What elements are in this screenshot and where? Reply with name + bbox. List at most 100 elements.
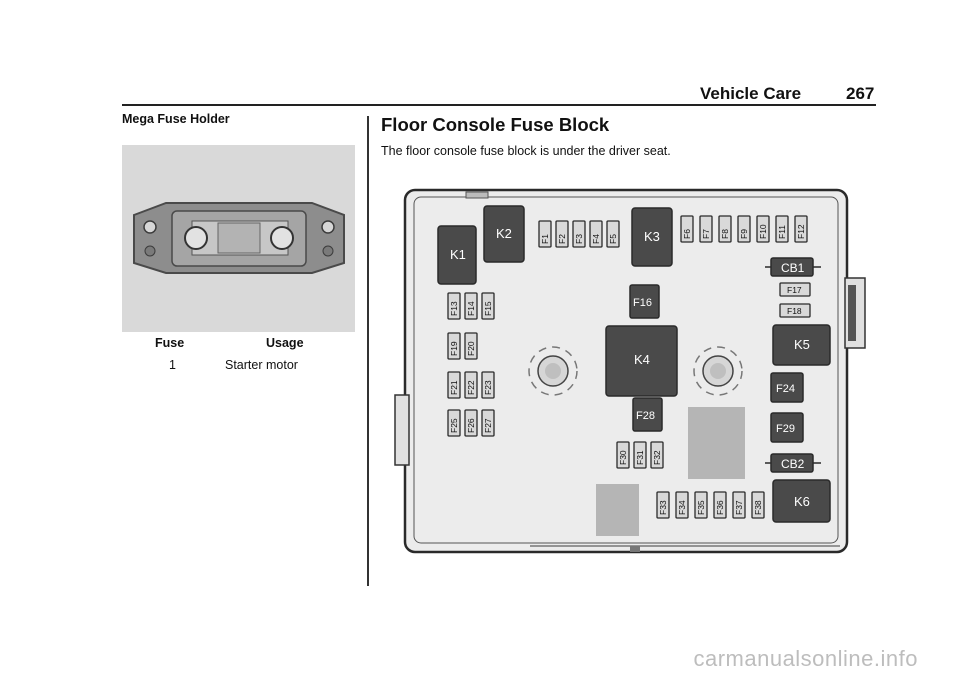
relay-k4: [605, 325, 678, 397]
mega-fuse-holder-image: [122, 145, 355, 332]
breaker-cb1-label: CB1: [781, 261, 805, 275]
fuse-f18-label: F18: [787, 306, 802, 316]
fuse-f5-label: F5: [608, 234, 618, 244]
fuse-f16-label: F16: [633, 297, 652, 309]
fuse-f16: [629, 284, 660, 319]
fuse-f31-label: F31: [635, 450, 645, 465]
screw-left: [528, 346, 578, 396]
watermark-text: carmanualsonline.info: [693, 646, 918, 671]
fuse-f8-label: F8: [720, 229, 730, 239]
fuse-f24-label: F24: [776, 383, 795, 395]
fuse-f9-label: F9: [739, 229, 749, 239]
fuse-f19: [447, 332, 461, 360]
fuse-f22: [464, 371, 478, 399]
fuse-f23: [481, 371, 495, 399]
screw-right: [693, 346, 743, 396]
fuse-f3-label: F3: [574, 234, 584, 244]
table-cell-usage: Starter motor: [225, 358, 298, 372]
relay-k2: [483, 205, 525, 263]
fuse-f12: [794, 215, 808, 243]
fuse-f12-label: F12: [796, 224, 806, 239]
fuse-f35-label: F35: [696, 500, 706, 515]
running-header-section: Vehicle Care: [700, 84, 802, 103]
page-number: 267: [846, 84, 875, 103]
fuse-f6: [680, 215, 694, 243]
fuse-f29: [770, 412, 804, 443]
table-header-usage: Usage: [266, 336, 304, 350]
fuse-f3: [572, 220, 586, 248]
fuse-f1: [538, 220, 552, 248]
fuse-f13: [447, 292, 461, 320]
fuse-f29-label: F29: [776, 423, 795, 435]
fuse-f33: [656, 491, 670, 519]
fuse-f17-label: F17: [787, 285, 802, 295]
fuse-f8: [718, 215, 732, 243]
fuse-f21: [447, 371, 461, 399]
table-header-fuse: Fuse: [155, 336, 185, 350]
empty-slot: [596, 484, 639, 536]
fuse-f28-label: F28: [636, 410, 655, 422]
fuse-f10-label: F10: [758, 224, 768, 239]
fuse-f38-label: F38: [753, 500, 763, 515]
fuse-f36: [713, 491, 727, 519]
relay-k4-label: K4: [634, 352, 650, 367]
fuse-f34: [675, 491, 689, 519]
fuse-f11-label: F11: [777, 225, 787, 239]
fuse-f14-label: F14: [466, 301, 476, 316]
fuse-f33-label: F33: [658, 500, 668, 515]
fuse-f34-label: F34: [677, 500, 687, 515]
fuse-f5: [606, 220, 620, 248]
relay-k5: [772, 324, 831, 366]
fuse-f18: [779, 303, 811, 318]
column-divider: [367, 116, 369, 586]
fuse-f27: [481, 409, 495, 437]
fuse-block-diagram: K1 K2 K3 K4 K5 K6 F16 F24 F28 F29 CB1 CB…: [384, 184, 872, 566]
fuse-f14: [464, 292, 478, 320]
fuse-f20-label: F20: [466, 341, 476, 356]
fuse-f37: [732, 491, 746, 519]
fuse-f4-label: F4: [591, 234, 601, 244]
floor-console-fuse-block-title: Floor Console Fuse Block: [381, 114, 610, 135]
fuse-f7: [699, 215, 713, 243]
fuse-f26-label: F26: [466, 418, 476, 433]
relay-k1-label: K1: [450, 247, 466, 262]
fuse-f1-label: F1: [540, 234, 550, 244]
fuse-f22-label: F22: [466, 380, 476, 395]
fuse-f36-label: F36: [715, 500, 725, 515]
fuse-f10: [756, 215, 770, 243]
fuse-f37-label: F37: [734, 500, 744, 515]
relay-k1: [437, 225, 477, 285]
mega-fuse-holder-heading: Mega Fuse Holder: [122, 112, 230, 126]
breaker-cb2-label: CB2: [781, 457, 805, 471]
fuse-f21-label: F21: [449, 380, 459, 395]
fuse-f30-label: F30: [618, 450, 628, 465]
fuse-f27-label: F27: [483, 418, 493, 433]
relay-k3-label: K3: [644, 229, 660, 244]
fuse-f31: [633, 441, 647, 469]
fuse-f26: [464, 409, 478, 437]
fuse-f9: [737, 215, 751, 243]
fuse-f2: [555, 220, 569, 248]
fuse-f25: [447, 409, 461, 437]
fuse-f25-label: F25: [449, 418, 459, 433]
fuse-f13-label: F13: [449, 301, 459, 316]
fuse-f20: [464, 332, 478, 360]
fuse-f7-label: F7: [701, 229, 711, 239]
fuse-f17: [779, 282, 811, 297]
table-cell-fuse: 1: [169, 358, 176, 372]
fuse-f19-label: F19: [449, 341, 459, 356]
fuse-f38: [751, 491, 765, 519]
fuse-f32-label: F32: [652, 450, 662, 465]
fuse-f35: [694, 491, 708, 519]
relay-k2-label: K2: [496, 226, 512, 241]
relay-k3: [631, 207, 673, 267]
relay-k6: [772, 479, 831, 523]
fuse-f30: [616, 441, 630, 469]
fuse-f6-label: F6: [682, 229, 692, 239]
relay-k5-label: K5: [794, 337, 810, 352]
relay-k6-label: K6: [794, 494, 810, 509]
fuse-f4: [589, 220, 603, 248]
fuse-f23-label: F23: [483, 380, 493, 395]
header-rule: [122, 104, 876, 106]
fuse-f15: [481, 292, 495, 320]
